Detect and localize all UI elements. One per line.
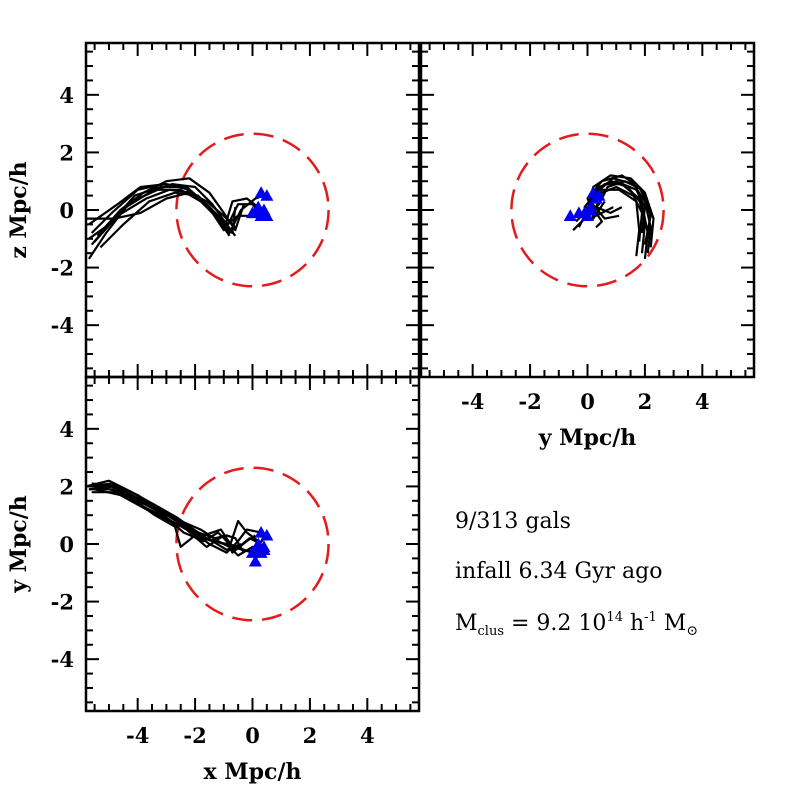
mass-msun-unit: M bbox=[657, 611, 687, 636]
y-tick-label: 0 bbox=[59, 198, 74, 223]
y-axis-title: y Mpc/h bbox=[6, 495, 32, 594]
x-tick-label: 4 bbox=[360, 723, 375, 748]
galaxy-marker bbox=[246, 206, 259, 219]
x-tick-label: -4 bbox=[126, 723, 149, 748]
trajectory-line bbox=[94, 485, 262, 557]
trajectory-line bbox=[589, 180, 647, 234]
mass-h-unit: h bbox=[623, 611, 644, 636]
cluster-radius-circle bbox=[510, 132, 665, 288]
galaxy-marker bbox=[246, 546, 259, 558]
panel-top-left: -4 -2 0 2 4 z Mpc/h bbox=[6, 41, 421, 379]
x-tick-label: -2 bbox=[183, 723, 206, 748]
galaxy-marker bbox=[257, 203, 271, 216]
galaxy-markers bbox=[563, 186, 606, 221]
mass-h-exponent: -1 bbox=[644, 610, 657, 625]
cluster-radius-circle bbox=[175, 132, 330, 288]
panel-frame bbox=[84, 375, 421, 713]
y-tick-label: -2 bbox=[51, 256, 74, 281]
trajectory-line bbox=[96, 177, 245, 237]
trajectory-line bbox=[88, 488, 257, 554]
x-tick-label: 0 bbox=[580, 389, 595, 414]
trajectory-line bbox=[93, 188, 262, 243]
galaxy-marker bbox=[260, 189, 274, 201]
y-tick-label: 0 bbox=[59, 532, 74, 557]
galaxy-marker bbox=[563, 209, 577, 221]
x-axis-title: y Mpc/h bbox=[538, 425, 637, 451]
galaxy-count-text: 9/313 gals bbox=[455, 509, 571, 534]
mass-symbol: M bbox=[455, 611, 478, 636]
panel-frame bbox=[419, 41, 756, 379]
trajectory-line bbox=[88, 183, 262, 226]
x-tick-label: 2 bbox=[303, 723, 318, 748]
x-tick-label: -2 bbox=[518, 389, 541, 414]
galaxy-markers bbox=[246, 186, 274, 221]
cluster-radius-circle bbox=[175, 466, 330, 622]
x-tick-label: 4 bbox=[695, 389, 710, 414]
panel-bottom-left: -4 -2 0 2 4 -4 -2 0 2 4 x Mpc/h y Mpc/h bbox=[6, 375, 421, 785]
galaxy-marker bbox=[589, 191, 603, 204]
mass-sun-subscript: ⊙ bbox=[686, 623, 698, 639]
galaxy-marker bbox=[257, 543, 271, 555]
galaxy-marker bbox=[572, 206, 586, 219]
y-tick-label: 2 bbox=[59, 474, 74, 499]
cluster-mass-text: Mclus = 9.2 1014 h-1 M⊙ bbox=[455, 610, 698, 639]
mass-value: = 9.2 10 bbox=[504, 611, 606, 636]
y-tick-label: -2 bbox=[51, 590, 74, 615]
tick-marks bbox=[86, 377, 419, 711]
trajectories bbox=[86, 177, 265, 260]
mass-subscript: clus bbox=[478, 624, 504, 639]
panel-top-right: -4 -2 0 2 4 y Mpc/h bbox=[419, 41, 756, 451]
y-tick-label: 4 bbox=[59, 83, 74, 108]
galaxy-marker bbox=[248, 554, 262, 567]
mass-exponent: 14 bbox=[606, 610, 623, 625]
trajectory-line bbox=[589, 188, 641, 257]
y-tick-label: -4 bbox=[51, 313, 74, 338]
galaxy-marker bbox=[583, 203, 597, 216]
y-tick-label: 2 bbox=[59, 140, 74, 165]
infall-time-text: infall 6.34 Gyr ago bbox=[455, 559, 662, 584]
y-tick-label: 4 bbox=[59, 417, 74, 442]
galaxy-marker bbox=[260, 528, 274, 541]
x-tick-label: 2 bbox=[638, 389, 653, 414]
galaxy-markers bbox=[246, 525, 274, 567]
x-tick-label: -4 bbox=[461, 389, 484, 414]
y-tick-label: -4 bbox=[51, 647, 74, 672]
x-tick-label: 0 bbox=[245, 723, 260, 748]
y-axis-title: z Mpc/h bbox=[6, 161, 32, 258]
x-axis-title: x Mpc/h bbox=[204, 759, 302, 785]
trajectories bbox=[86, 479, 265, 557]
trajectory-line bbox=[583, 177, 652, 254]
